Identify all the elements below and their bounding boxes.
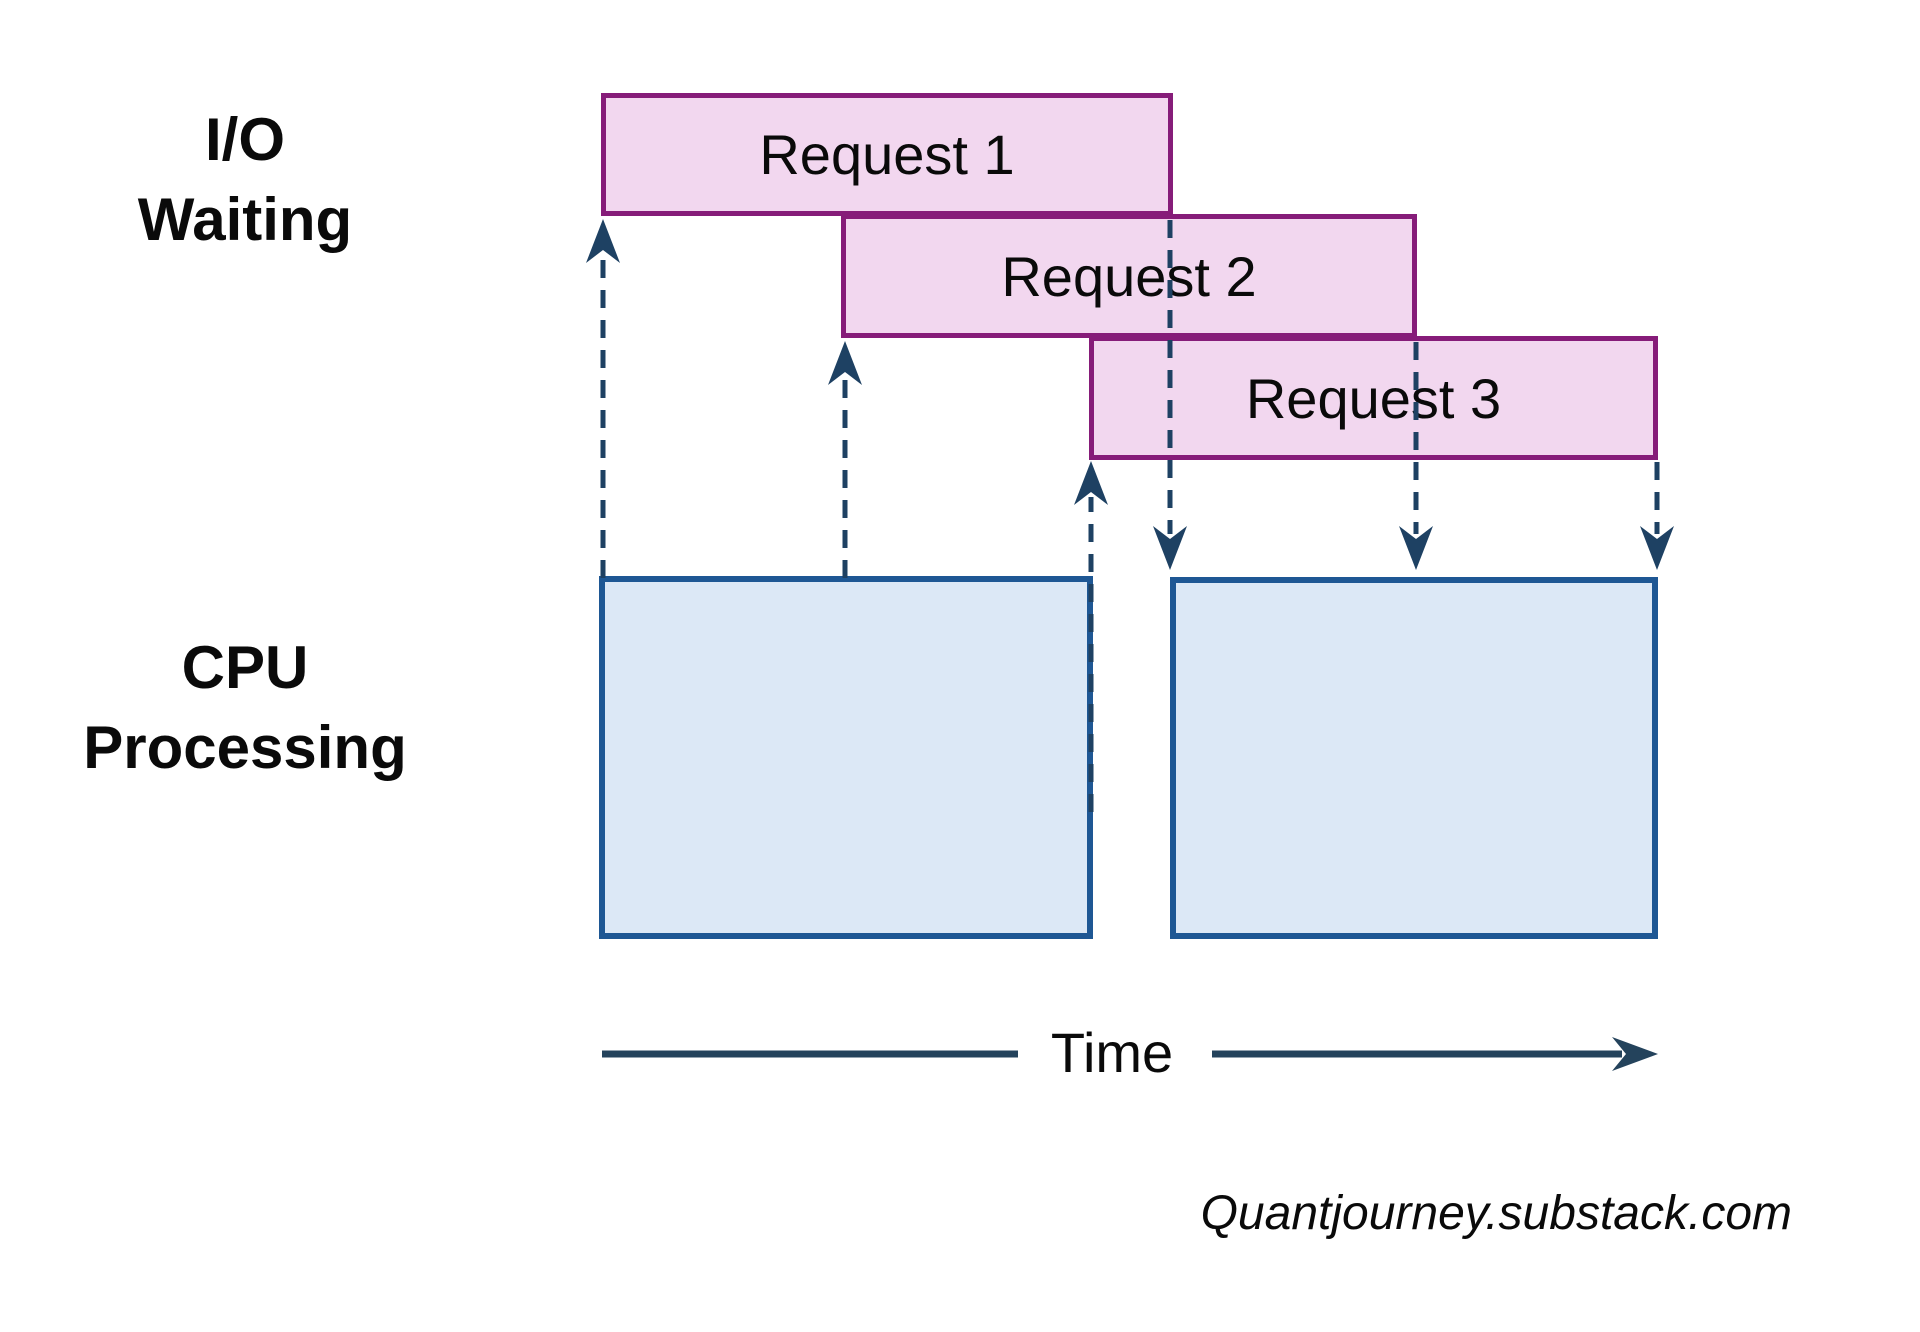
request-3-box: Request 3 (1089, 336, 1658, 460)
request-1-start-arrowhead-icon (586, 219, 620, 263)
request-1-box: Request 1 (601, 93, 1173, 216)
time-label: Time (1050, 1021, 1174, 1084)
watermark: Quantjourney.substack.com (1200, 1187, 1792, 1240)
io-waiting-label: I/O Waiting (85, 100, 405, 260)
request-3-label: Request 3 (1245, 366, 1502, 430)
request-3-start-arrowhead-icon (1074, 461, 1108, 505)
cpu-processing-line2: Processing (83, 714, 407, 781)
cpu-block-1 (599, 576, 1093, 939)
request-2-label: Request 2 (1001, 244, 1257, 308)
request-3-complete-arrowhead-icon (1640, 526, 1674, 570)
cpu-processing-label: CPU Processing (55, 628, 435, 788)
request-2-complete-arrowhead-icon (1399, 526, 1433, 570)
cpu-block-2 (1170, 577, 1658, 939)
request-2-start-arrowhead-icon (828, 341, 862, 385)
cpu-processing-line1: CPU (181, 634, 309, 701)
io-waiting-line2: Waiting (137, 186, 353, 253)
time-axis-arrowhead-icon (1612, 1037, 1658, 1071)
request-1-complete-arrowhead-icon (1153, 526, 1187, 570)
io-waiting-line1: I/O (204, 106, 285, 173)
request-1-label: Request 1 (759, 123, 1015, 186)
request-2-box: Request 2 (841, 214, 1417, 338)
